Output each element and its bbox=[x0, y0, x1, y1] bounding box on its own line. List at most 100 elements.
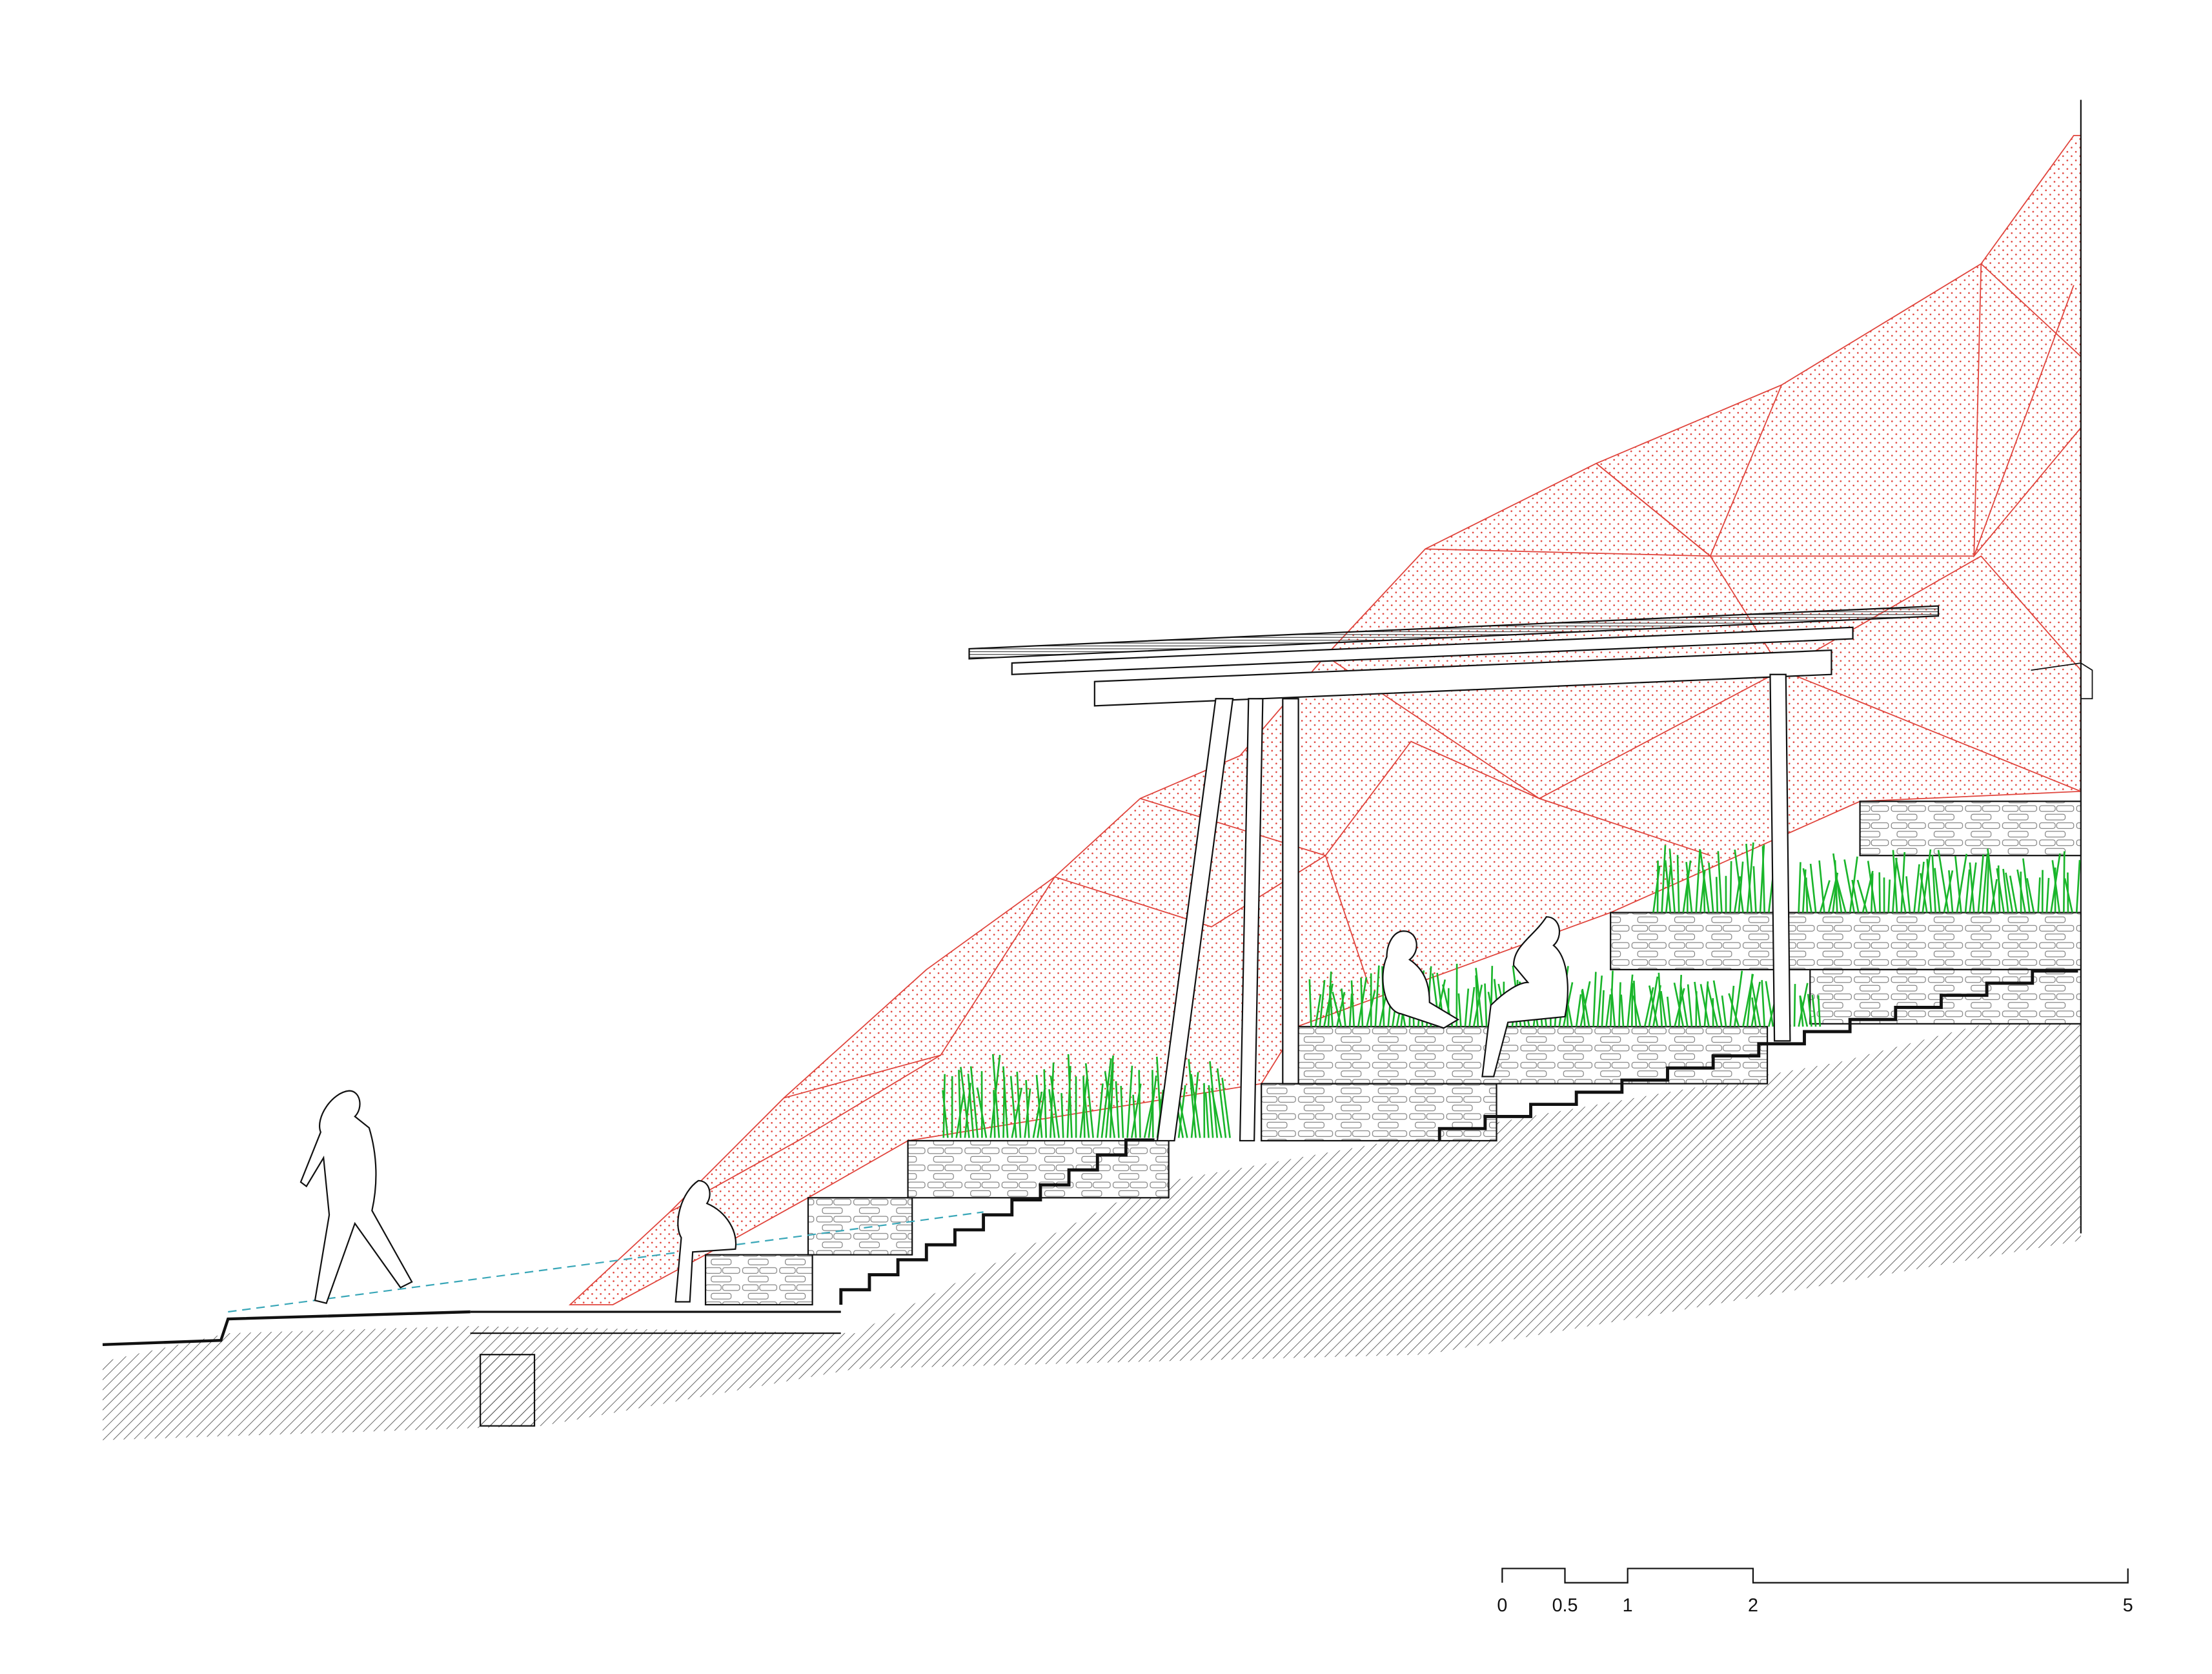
grass-blade bbox=[1120, 1085, 1124, 1138]
grass-blade bbox=[1956, 853, 1968, 913]
stone-wall bbox=[807, 1197, 913, 1256]
grass-blade bbox=[1620, 994, 1625, 1027]
grass-blade bbox=[1694, 981, 1701, 1027]
grass-blade bbox=[1867, 861, 1877, 913]
grass-blade bbox=[2051, 860, 2061, 913]
grass-blade bbox=[1043, 1069, 1048, 1138]
grass-blade bbox=[1802, 868, 1812, 913]
grass-blade bbox=[1750, 980, 1761, 1027]
grass-blade bbox=[1025, 1079, 1030, 1138]
grass-blade bbox=[2002, 868, 2009, 913]
grass-blade bbox=[1679, 985, 1689, 1027]
grass-blade bbox=[1712, 980, 1723, 1027]
grass-blade bbox=[2005, 872, 2014, 913]
grass-blade bbox=[1931, 855, 1936, 913]
column bbox=[1239, 698, 1264, 1142]
canopy-purlins bbox=[1011, 626, 1854, 675]
grass-blade bbox=[1475, 968, 1483, 1027]
grass-blade bbox=[1596, 975, 1603, 1027]
stone-wall bbox=[704, 1254, 813, 1306]
grass-blade bbox=[1308, 979, 1312, 1027]
scale-label-0: 0 bbox=[1497, 1595, 1507, 1616]
stone-wall bbox=[1261, 1083, 1497, 1142]
grass-blade bbox=[1937, 850, 1949, 913]
grass-blade bbox=[1592, 972, 1597, 1027]
grass-blade bbox=[2075, 860, 2081, 913]
grass-blade bbox=[1035, 1074, 1043, 1138]
grass-blade bbox=[1667, 996, 1672, 1027]
grass-blade bbox=[1752, 866, 1757, 913]
grass-blade bbox=[1050, 1062, 1055, 1138]
grass-blade bbox=[1801, 869, 1807, 913]
grass-blade bbox=[1323, 983, 1334, 1027]
sightline bbox=[228, 1211, 984, 1313]
column-raked bbox=[1156, 698, 1234, 1142]
grass-blade bbox=[1798, 862, 1801, 913]
grass-blade bbox=[1643, 987, 1654, 1027]
grass-blade bbox=[1669, 849, 1676, 913]
grass-blade bbox=[1793, 984, 1796, 1027]
grass-blade bbox=[1715, 877, 1719, 913]
grass-blade bbox=[1484, 983, 1488, 1027]
grass-blade bbox=[993, 1090, 996, 1138]
grass-blade bbox=[1016, 1071, 1022, 1138]
grass-blade bbox=[1350, 980, 1355, 1027]
grass-blade bbox=[1632, 995, 1641, 1027]
grass-blade bbox=[1332, 992, 1343, 1027]
canopy-roof bbox=[968, 605, 1940, 660]
grass-blade bbox=[1664, 860, 1672, 913]
grass-blade bbox=[1954, 855, 1962, 913]
grass-blade bbox=[1964, 869, 1971, 913]
grass-blade bbox=[1011, 1087, 1023, 1138]
grass-blade bbox=[2016, 869, 2027, 913]
grass-blade bbox=[1661, 845, 1667, 913]
grass-blade bbox=[1948, 870, 1954, 913]
grass-blade bbox=[1695, 849, 1701, 913]
grass-blade bbox=[1985, 858, 1990, 913]
column bbox=[1769, 673, 1791, 1042]
grass-blade bbox=[1708, 863, 1714, 913]
stone-wall bbox=[1859, 801, 2082, 857]
grass-blade bbox=[1969, 862, 1975, 913]
scale-bar-line bbox=[1501, 1567, 2129, 1584]
grass-blade bbox=[1819, 880, 1831, 913]
grass-blade bbox=[1673, 982, 1685, 1027]
stone-walls bbox=[704, 801, 2082, 1306]
grass-blade bbox=[1101, 1058, 1112, 1138]
grass-blade bbox=[1221, 1077, 1231, 1138]
grass-blade bbox=[1188, 1059, 1197, 1138]
grass-blade bbox=[1605, 994, 1612, 1027]
grass-blade bbox=[1050, 1076, 1060, 1138]
grass-blade bbox=[1581, 990, 1586, 1027]
grass-blade bbox=[1104, 1071, 1116, 1138]
grass-blade bbox=[1894, 857, 1907, 913]
grass-blade bbox=[1943, 870, 1954, 913]
grass-blade bbox=[1699, 850, 1710, 913]
grass-blade bbox=[1817, 995, 1821, 1027]
grass-blade bbox=[1729, 861, 1732, 913]
grass-blade bbox=[1746, 842, 1754, 913]
grass-blade bbox=[1969, 862, 1977, 913]
ground-line bbox=[102, 1310, 471, 1347]
column bbox=[1282, 698, 1299, 1085]
grass-blade bbox=[1210, 1088, 1223, 1138]
scale-label-0-5: 0.5 bbox=[1552, 1595, 1578, 1616]
grass-blade bbox=[1934, 868, 1941, 913]
stone-wall bbox=[907, 1139, 1170, 1199]
person-sitting bbox=[1481, 916, 1568, 1077]
grass-blade bbox=[1627, 974, 1634, 1027]
grass-blade bbox=[1319, 979, 1326, 1027]
grass-blade bbox=[1676, 855, 1680, 913]
grass-blade bbox=[1761, 980, 1765, 1027]
grass-blade bbox=[1010, 1076, 1017, 1138]
grass-blade bbox=[1678, 975, 1683, 1027]
grass-blade bbox=[1618, 982, 1621, 1027]
mountain-backdrop bbox=[568, 134, 2082, 1305]
grass-blade bbox=[2022, 858, 2031, 913]
upper-staircase bbox=[1437, 969, 2078, 1141]
grass-blade bbox=[1096, 1083, 1104, 1138]
ground-section bbox=[102, 998, 2081, 1440]
scale-label-5: 5 bbox=[2123, 1595, 2133, 1616]
grass-blade bbox=[1982, 853, 1989, 913]
